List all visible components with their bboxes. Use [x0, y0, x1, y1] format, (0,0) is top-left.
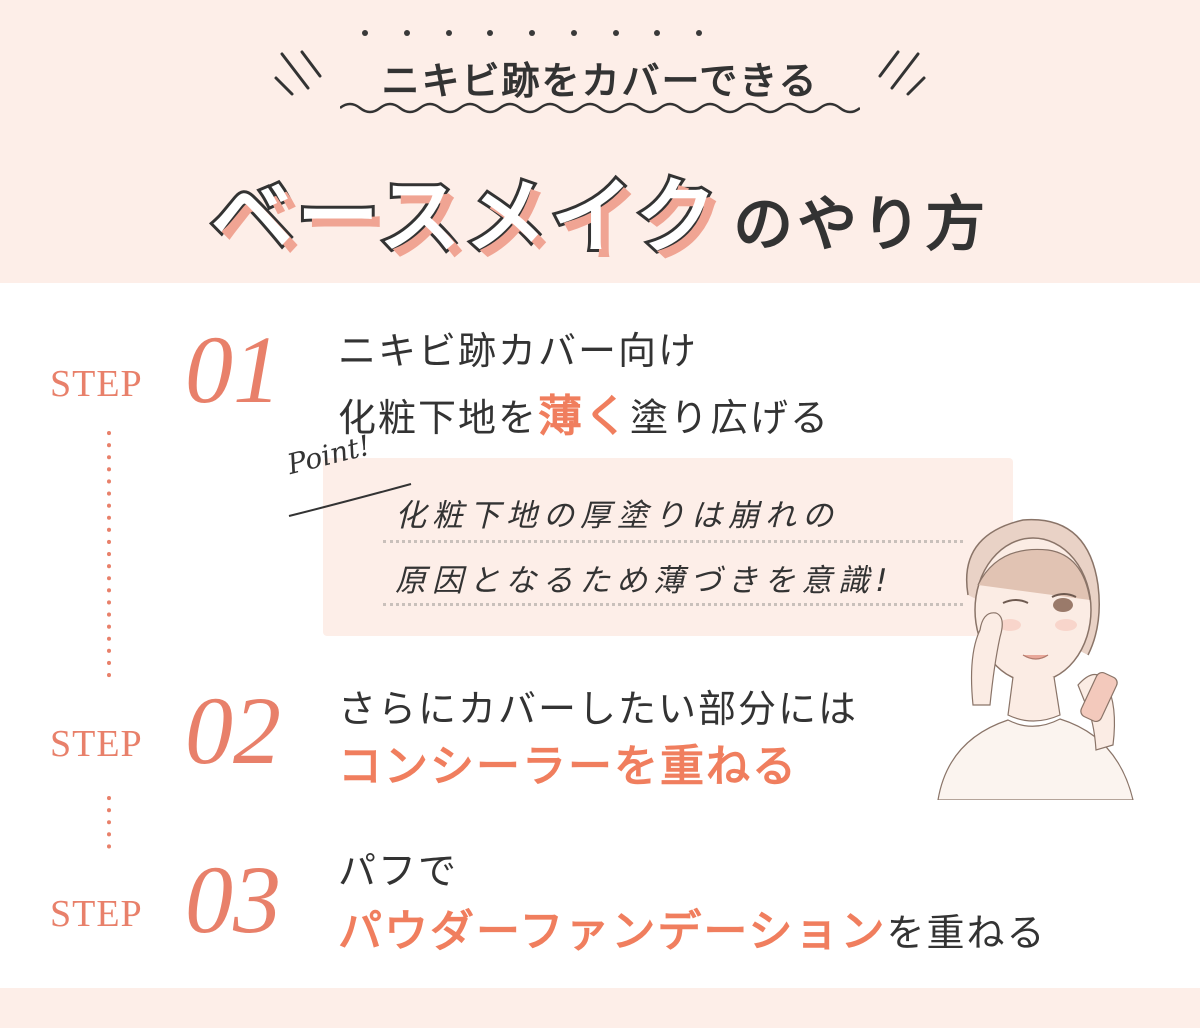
header-subtitle: ニキビ跡をカバーできる — [381, 59, 819, 103]
point-divider-1 — [383, 540, 963, 543]
step3-line2: パウダーファンデーションを重ねる — [338, 895, 1047, 959]
step3-number: 03 — [185, 846, 281, 953]
wavy-underline-icon — [340, 102, 860, 114]
step2-label: STEP — [50, 723, 143, 765]
left-accent-lines-icon — [274, 50, 322, 96]
point-swash-icon — [288, 483, 412, 517]
header-banner: ニキビ跡をカバーできる ベースメイクのやり方 — [0, 0, 1200, 283]
point-line2: 原因となるため薄づきを意識! — [395, 563, 894, 599]
step2-line1: さらにカバーしたい部分には — [338, 687, 859, 731]
step2-line2-accent: コンシーラーを重ねる — [338, 741, 798, 792]
step1-line2-post: 塗り広げる — [630, 396, 831, 440]
step1-line1: ニキビ跡カバー向け — [338, 329, 699, 373]
step3-line2-accent: パウダーファンデーション — [338, 906, 887, 957]
step1-connector-dots — [107, 431, 111, 684]
step1-line2-pre: 化粧下地を — [338, 396, 539, 440]
step3-line2-post: を重ねる — [886, 911, 1047, 955]
footer-band — [0, 988, 1200, 1028]
step2-connector-dots — [107, 796, 111, 856]
step1-line2: 化粧下地を薄く塗り広げる — [338, 380, 830, 444]
point-divider-2 — [383, 603, 963, 606]
step3-label: STEP — [50, 893, 143, 935]
step1-line2-accent: 薄く — [538, 391, 631, 442]
woman-applying-makeup-illustration — [937, 518, 1134, 800]
right-accent-lines-icon — [878, 50, 926, 96]
page-title: ベースメイクのやり方 — [0, 150, 1200, 269]
step3-line1: パフで — [338, 849, 459, 893]
step1-label: STEP — [50, 363, 143, 405]
step2-line2: コンシーラーを重ねる — [338, 730, 798, 794]
title-main: ベースメイク — [208, 167, 722, 268]
title-sub: のやり方 — [733, 190, 990, 260]
step1-number: 01 — [185, 316, 281, 423]
point-box — [323, 458, 1013, 636]
decorative-dots — [362, 30, 702, 36]
point-line1: 化粧下地の厚塗りは崩れの — [395, 498, 839, 534]
step2-number: 02 — [185, 677, 281, 784]
